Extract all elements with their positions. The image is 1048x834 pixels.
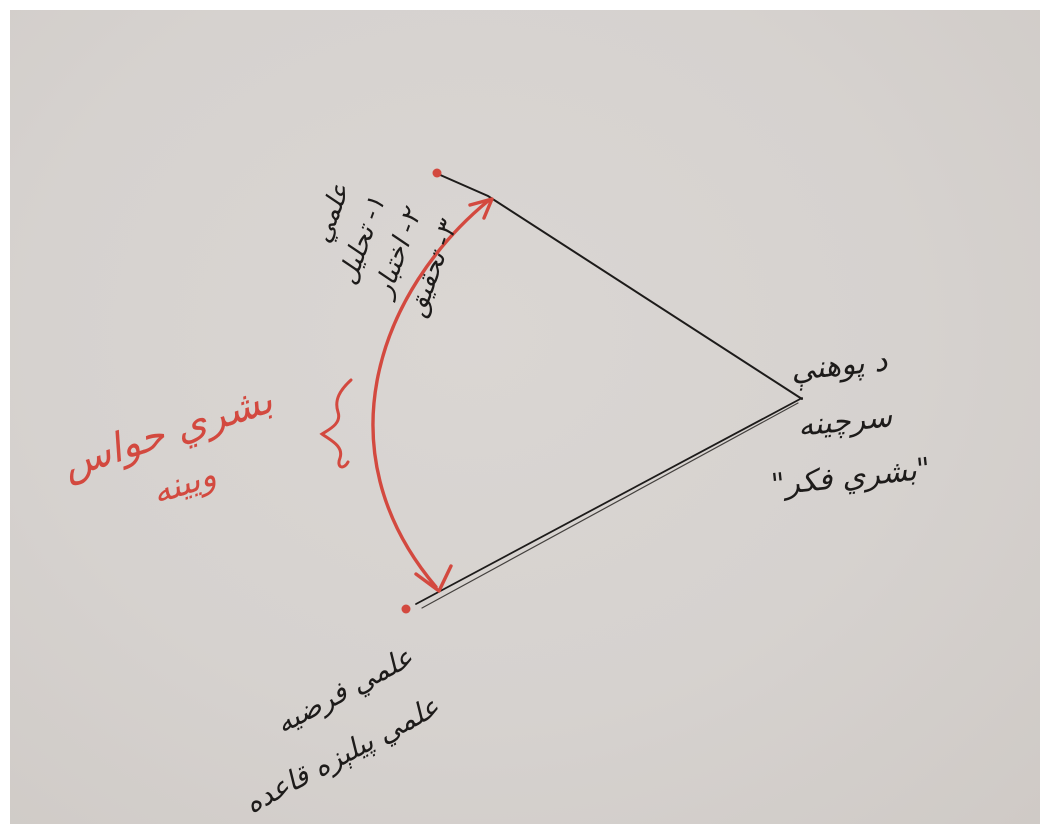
upper-edge-line bbox=[437, 173, 803, 400]
red-brace bbox=[319, 378, 353, 469]
top-point-dot bbox=[432, 168, 442, 178]
paper-background bbox=[10, 10, 1040, 824]
red-arc bbox=[371, 199, 490, 589]
bottom-point-dot bbox=[401, 604, 411, 614]
lower-edge-line bbox=[415, 397, 803, 605]
lower-edge-line-inner bbox=[421, 402, 799, 609]
red-arrowhead-bottom bbox=[414, 564, 453, 593]
red-arrowhead-top bbox=[468, 197, 494, 220]
right-label: د پوهنې سرچینه "بشري فکر" bbox=[732, 327, 958, 516]
